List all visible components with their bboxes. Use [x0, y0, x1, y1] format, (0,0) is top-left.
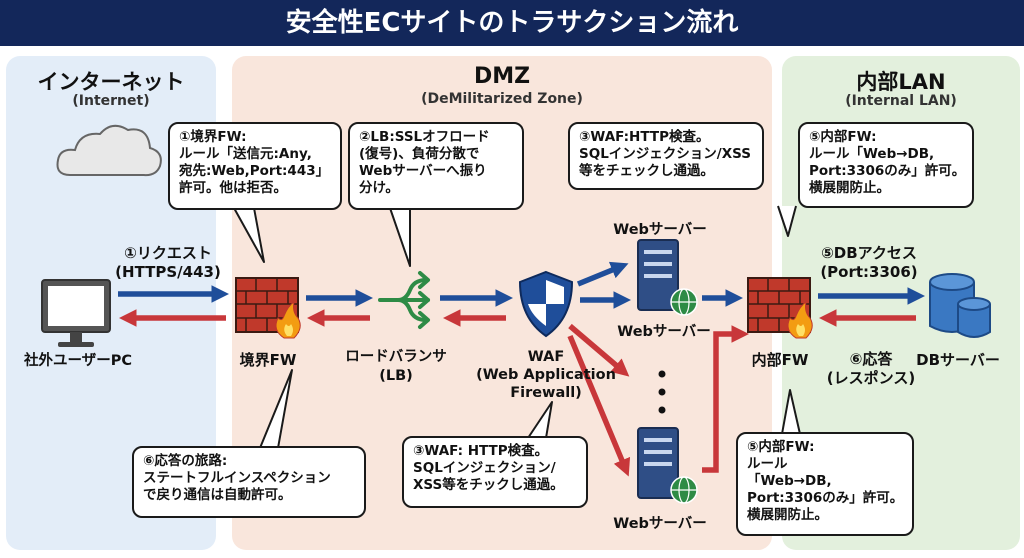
callout-line: Webサーバーへ振り — [359, 163, 487, 179]
request-flow-label: ①リクエスト (HTTPS/443) — [108, 244, 228, 282]
load-balancer-icon — [378, 271, 430, 329]
callout-line: 横展開防止。 — [747, 507, 828, 523]
web-server-3-icon — [637, 427, 698, 504]
callout-line: 分け。 — [359, 180, 399, 196]
callout-line: ③WAF:HTTP検査。 — [579, 129, 710, 145]
callout-internal-fw-bottom: ⑤内部FW: ルール 「Web→DB, Port:3306のみ」許可。 横展開防… — [736, 432, 914, 536]
client-pc-icon — [41, 279, 111, 347]
cloud-icon — [56, 124, 162, 177]
zone-dmz-subtitle: (DeMilitarized Zone) — [421, 91, 583, 107]
callout-line: Port:3306のみ」許可。 — [747, 490, 904, 506]
internal-fw-label: 内部FW — [751, 351, 809, 369]
return-arrows — [118, 309, 916, 477]
label-line: Firewall) — [510, 385, 582, 401]
callout-lb: ②LB:SSLオフロード (復号)、負荷分散で Webサーバーへ振り 分け。 — [348, 122, 524, 210]
db-server-label: DBサーバー — [916, 351, 1000, 369]
label-line: (Web Application — [476, 367, 616, 383]
zone-lan-subtitle: (Internal LAN) — [845, 93, 957, 109]
label-line: ロードバランサ — [345, 349, 447, 365]
callout-waf-bottom: ③WAF: HTTP検査。 SQLインジェクション/ XSS等をチックし通過。 — [402, 436, 588, 508]
lb-label: ロードバランサ (LB) — [336, 348, 456, 386]
waf-shield-icon — [518, 270, 574, 338]
internal-firewall-icon — [747, 277, 813, 339]
callout-internal-fw-top: ⑤内部FW: ルール「Web→DB, Port:3306のみ」許可。 横展開防止… — [798, 122, 974, 208]
callout-line: ②LB:SSLオフロード — [359, 129, 490, 145]
callout-line: ③WAF: HTTP検査。 — [413, 443, 549, 459]
callout-line: Port:3306のみ」許可。 — [809, 163, 966, 179]
callout-line: (復号)、負荷分散で — [359, 146, 480, 162]
label-line: ⑥応答 — [849, 350, 893, 368]
callout-line: 「Web→DB, — [747, 473, 832, 489]
zone-lan-title: 内部LAN — [856, 70, 946, 94]
response-flow-label: ⑥応答 (レスポンス) — [816, 350, 926, 388]
callout-line: 横展開防止。 — [809, 180, 890, 196]
callout-line: で戻り通信は自動許可。 — [143, 487, 292, 503]
callout-line: 宛先:Web,Port:443」 — [179, 163, 330, 179]
callout-border-fw: ①境界FW: ルール「送信元:Any, 宛先:Web,Port:443」 許可。… — [168, 122, 342, 210]
border-fw-label: 境界FW — [239, 351, 297, 369]
web-server-1-label: Webサーバー — [613, 222, 707, 238]
callout-tails — [233, 205, 801, 449]
label-line: ①リクエスト — [124, 244, 212, 262]
callout-line: ①境界FW: — [179, 129, 247, 145]
border-firewall-icon — [235, 277, 301, 339]
db-server-icon — [929, 273, 991, 338]
zone-dmz-title: DMZ — [473, 64, 531, 89]
callout-line: ルール「送信元:Any, — [179, 146, 312, 162]
label-line: WAF — [527, 349, 565, 365]
callout-line: 等をチェックし通過。 — [579, 163, 714, 179]
callout-line: ルール — [747, 456, 788, 472]
client-pc-label: 社外ユーザーPC — [24, 353, 132, 369]
callout-line: SQLインジェクション/ — [413, 460, 556, 476]
web-server-2-label: Webサーバー — [617, 324, 711, 340]
web-server-3-label: Webサーバー — [613, 516, 707, 532]
callout-line: SQLインジェクション/XSS — [579, 146, 751, 162]
more-servers-dots — [658, 370, 666, 414]
callout-line: ステートフルインスペクション — [143, 470, 331, 486]
callout-line: ルール「Web→DB, — [809, 146, 935, 162]
label-line: (LB) — [379, 368, 413, 384]
label-line: (Port:3306) — [820, 263, 918, 281]
callout-line: ⑥応答の旅路: — [143, 453, 228, 469]
db-access-flow-label: ⑤DBアクセス (Port:3306) — [814, 244, 924, 282]
zone-internet-title: インターネット — [37, 70, 185, 94]
callout-line: ⑤内部FW: — [809, 129, 877, 145]
callout-line: XSS等をチックし通過。 — [413, 477, 564, 493]
callout-line: 許可。他は拒否。 — [179, 180, 287, 196]
label-line: ⑤DBアクセス — [821, 244, 917, 262]
label-line: (HTTPS/443) — [115, 263, 221, 281]
callout-waf-top: ③WAF:HTTP検査。 SQLインジェクション/XSS 等をチェックし通過。 — [568, 122, 764, 190]
waf-label: WAF (Web Application Firewall) — [470, 348, 622, 402]
web-server-1-icon — [637, 239, 698, 316]
callout-return-path: ⑥応答の旅路: ステートフルインスペクション で戻り通信は自動許可。 — [132, 446, 366, 518]
forward-arrows — [118, 261, 926, 309]
callout-line: ⑤内部FW: — [747, 439, 815, 455]
page-title: 安全性ECサイトのトラサクション流れ — [0, 0, 1024, 46]
zone-internet-subtitle: (Internet) — [72, 93, 150, 109]
label-line: (レスポンス) — [826, 369, 916, 387]
